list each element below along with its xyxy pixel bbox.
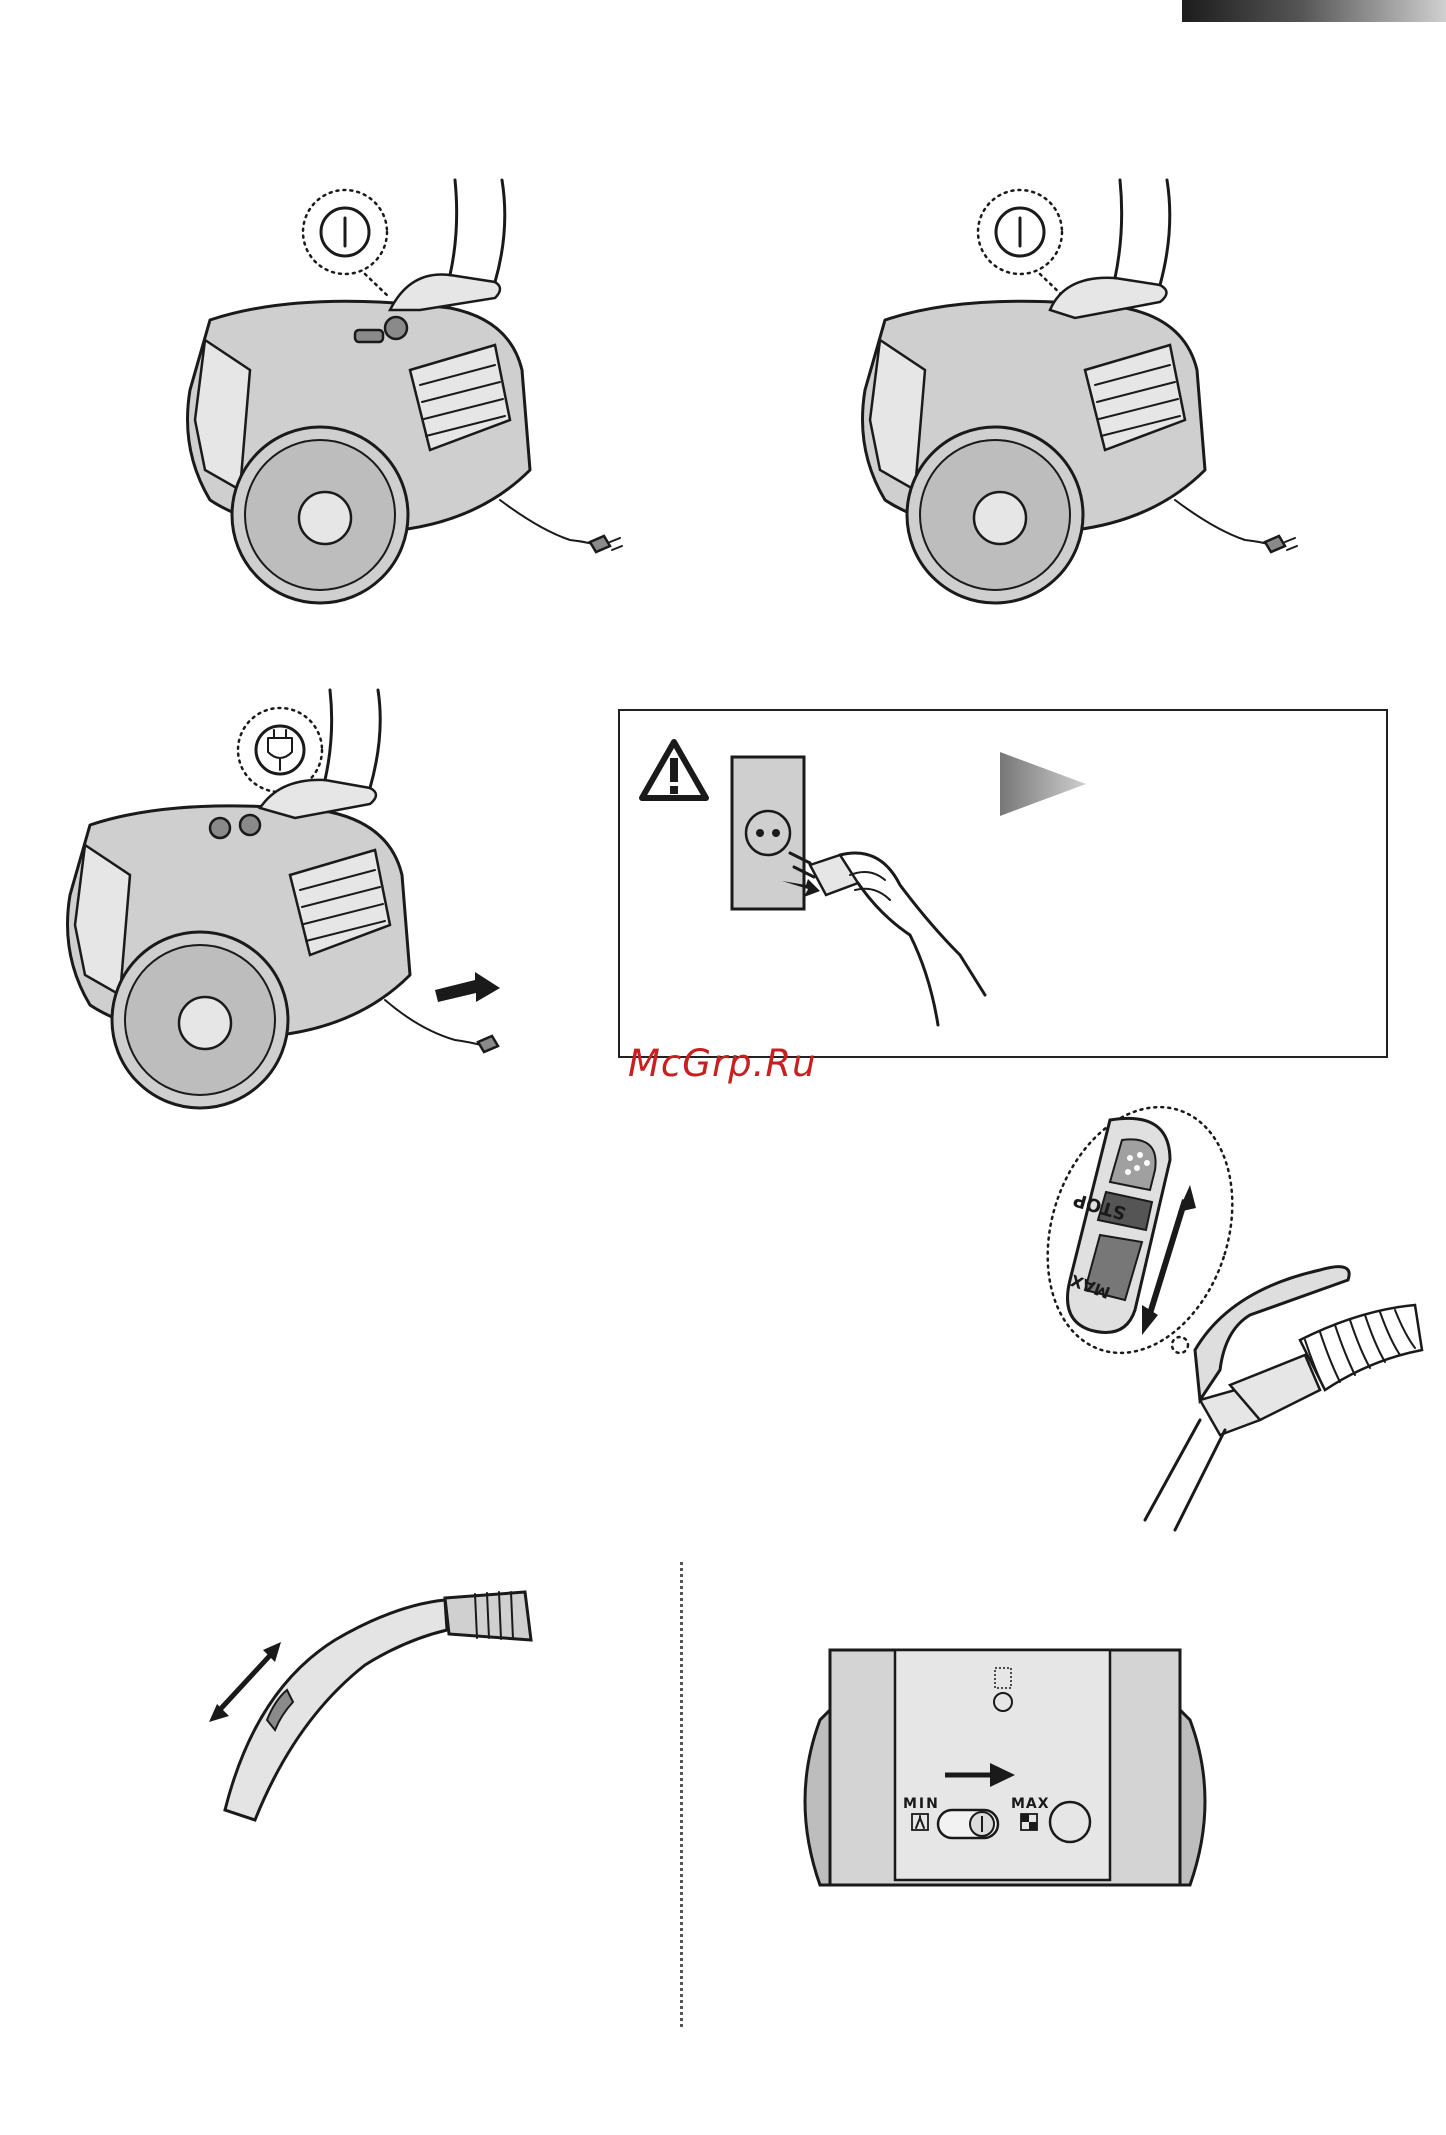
cord-rewind-button[interactable]: [1050, 1802, 1090, 1842]
watermark: McGrp.Ru: [628, 1042, 817, 1085]
vacuum-cord-rewind-illustration: [60, 690, 540, 1110]
hose-handle-control-illustration: STOP MAX: [1030, 1100, 1430, 1530]
vacuum-power-on-illustration-1: [150, 170, 630, 610]
section-divider: [680, 1562, 683, 2027]
page-corner-tab: [1182, 0, 1446, 22]
max-dial-label: MAX: [1011, 1796, 1050, 1812]
vacuum-power-on-illustration-2: [825, 170, 1305, 610]
play-arrow-icon: [998, 750, 1090, 818]
unplug-illustration: [730, 755, 990, 1035]
warning-triangle-icon: [638, 738, 710, 802]
hose-slider-illustration: [195, 1570, 535, 1840]
suction-dial-illustration: MIN MAX: [790, 1650, 1220, 1885]
min-label: MIN: [903, 1796, 940, 1812]
